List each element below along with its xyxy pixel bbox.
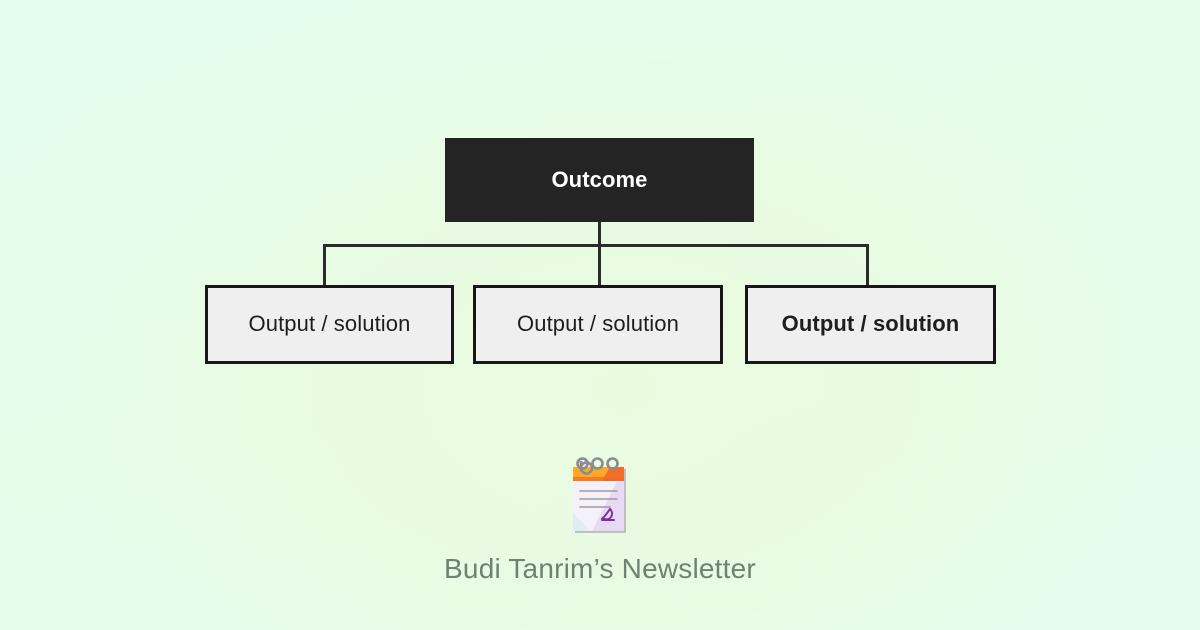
node-output-solution-1: Output / solution	[205, 285, 454, 364]
node-output-solution-2-label: Output / solution	[517, 311, 679, 337]
connector-horizontal-bar	[323, 244, 869, 247]
node-output-solution-3-label: Output / solution	[781, 311, 960, 337]
newsletter-title: Budi Tanrim’s Newsletter	[444, 553, 756, 584]
connector-root-stem	[598, 222, 601, 246]
connector-drop-child-1	[323, 244, 326, 285]
node-output-solution-1-label: Output / solution	[248, 311, 411, 337]
connector-drop-child-2	[598, 244, 601, 285]
newsletter-footer: Budi Tanrim’s Newsletter	[0, 455, 1200, 585]
node-outcome-label: Outcome	[551, 166, 648, 192]
node-output-solution-2: Output / solution	[473, 285, 723, 364]
connector-drop-child-3	[866, 244, 869, 285]
memo-icon	[573, 457, 626, 533]
node-outcome: Outcome	[445, 138, 754, 222]
node-output-solution-3: Output / solution	[745, 285, 996, 364]
